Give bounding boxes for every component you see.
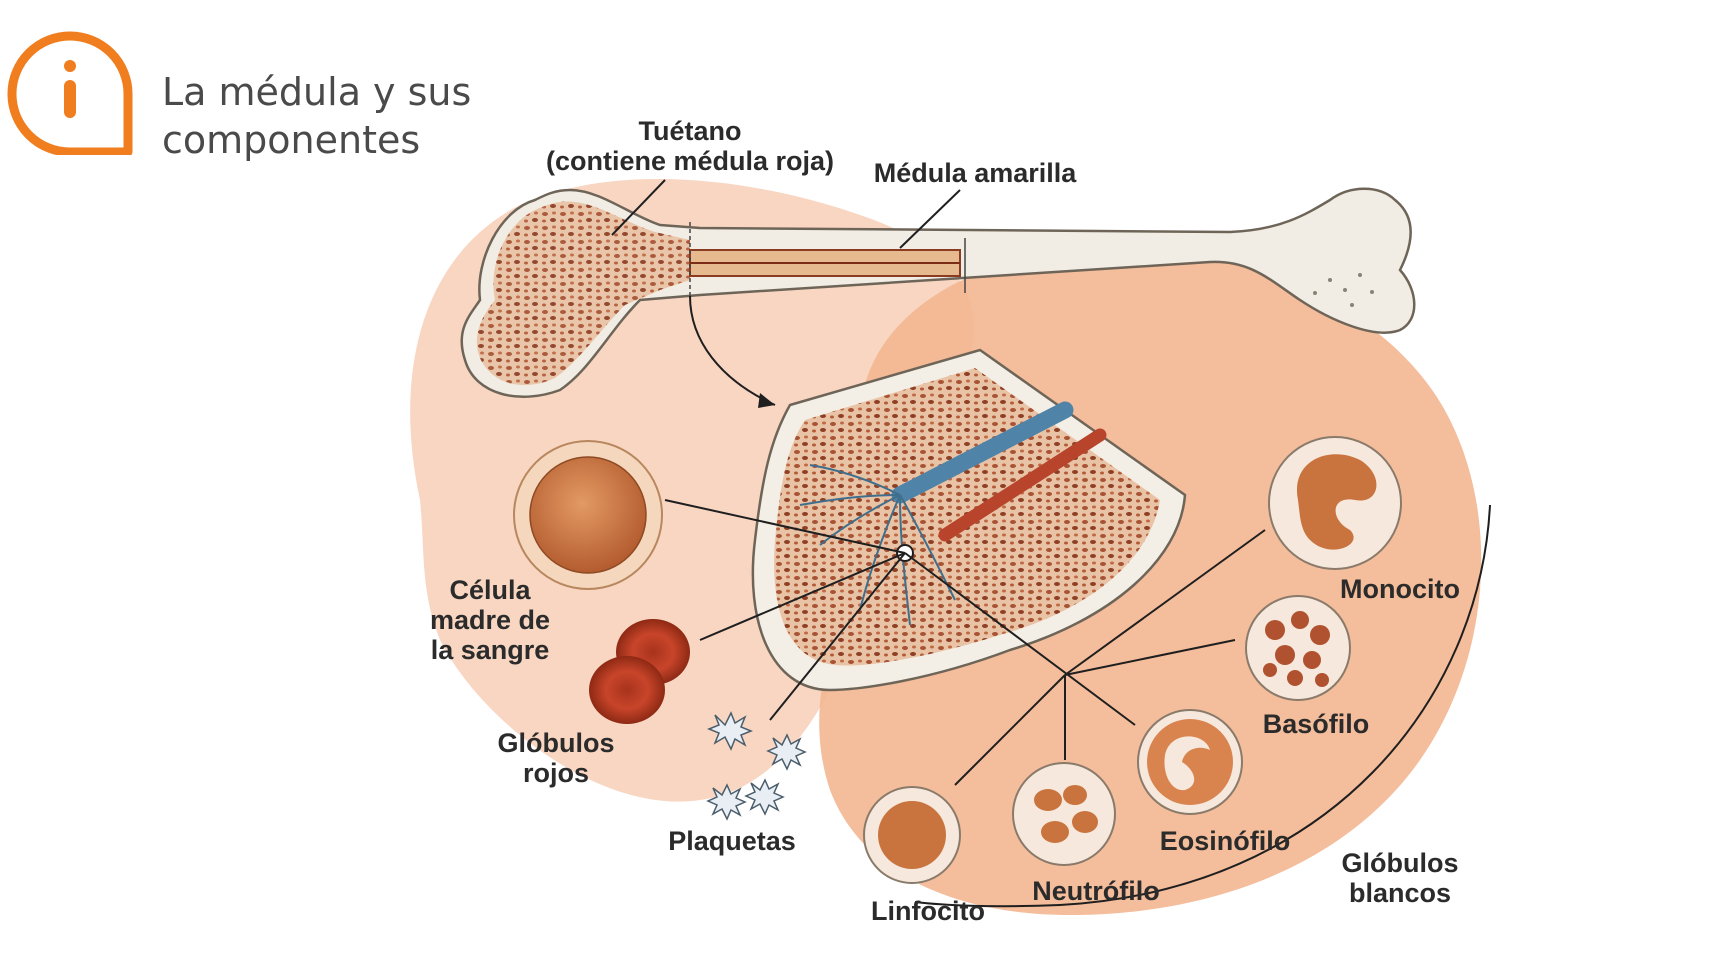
bone-head-spongy bbox=[476, 201, 690, 386]
label-globulos-blancos-line1: Glóbulos bbox=[1342, 848, 1459, 878]
femur-bone bbox=[460, 187, 1416, 398]
vein bbox=[891, 401, 1074, 504]
title-line-2: componentes bbox=[162, 118, 421, 162]
monocyte bbox=[1268, 436, 1402, 570]
label-monocito: Monocito bbox=[1340, 574, 1460, 604]
bone-outline bbox=[460, 187, 1416, 398]
label-celula-line2: madre de bbox=[430, 605, 550, 635]
zoom-arrow bbox=[689, 295, 776, 406]
artery bbox=[938, 428, 1107, 542]
label-globulos-rojos-line2: rojos bbox=[523, 758, 589, 788]
label-tuetano-line1: Tuétano bbox=[639, 116, 742, 146]
label-neutrofilo: Neutrófilo bbox=[1032, 876, 1160, 906]
label-tuetano-line2: (contiene médula roja) bbox=[546, 146, 834, 176]
neutrophil bbox=[1012, 762, 1116, 866]
bone-pores bbox=[1313, 273, 1374, 307]
marrow-cross-section bbox=[751, 348, 1187, 692]
label-plaquetas: Plaquetas bbox=[668, 826, 796, 856]
label-eosinofilo: Eosinófilo bbox=[1160, 826, 1291, 856]
zoom-arrowhead bbox=[758, 393, 775, 408]
leader-lines bbox=[611, 179, 1491, 908]
label-celula-line1: Célula bbox=[449, 575, 531, 605]
label-celula-line3: la sangre bbox=[431, 635, 550, 665]
eosinophil bbox=[1137, 709, 1243, 815]
label-basofilo: Basófilo bbox=[1263, 709, 1370, 739]
label-globulos-blancos-line2: blancos bbox=[1349, 878, 1451, 908]
label-linfocito: Linfocito bbox=[871, 896, 985, 926]
info-icon bbox=[7, 31, 133, 155]
stem-cell bbox=[513, 440, 663, 590]
page-title: La médula y sus componentes bbox=[162, 68, 562, 164]
label-globulos-rojos-line1: Glóbulos bbox=[498, 728, 615, 758]
label-medula-amarilla: Médula amarilla bbox=[874, 158, 1078, 188]
lymphocyte bbox=[863, 786, 961, 884]
title-line-1: La médula y sus bbox=[162, 70, 472, 114]
platelets bbox=[706, 711, 807, 821]
red-blood-cells bbox=[589, 619, 690, 724]
basophil bbox=[1245, 595, 1351, 701]
